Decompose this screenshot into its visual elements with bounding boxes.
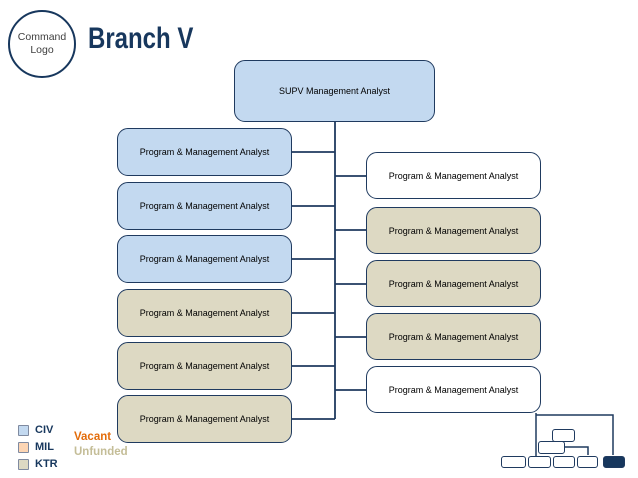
org-node-label: SUPV Management Analyst bbox=[278, 86, 391, 96]
command-logo-line1: Command bbox=[17, 30, 67, 43]
minimap-node bbox=[538, 441, 565, 454]
minimap-node bbox=[577, 456, 598, 468]
legend-label-mil: MIL bbox=[35, 441, 54, 453]
legend-swatch-civ bbox=[18, 425, 29, 436]
org-node-left-4[interactable]: Program & Management Analyst bbox=[117, 289, 292, 337]
legend-label-ktr: KTR bbox=[35, 458, 58, 470]
org-node-right-2[interactable]: Program & Management Analyst bbox=[366, 207, 541, 254]
org-node-label: Program & Management Analyst bbox=[388, 170, 519, 181]
minimap-node bbox=[553, 456, 575, 468]
command-logo-line2: Logo bbox=[30, 44, 54, 56]
unfunded-note: Unfunded bbox=[74, 446, 128, 458]
minimap-node-current bbox=[603, 456, 625, 468]
legend-label-civ: CIV bbox=[35, 424, 54, 436]
vacant-note: Vacant bbox=[74, 431, 112, 443]
org-node-left-3[interactable]: Program & Management Analyst bbox=[117, 235, 292, 283]
org-node-label: Program & Management Analyst bbox=[388, 225, 519, 236]
org-node-right-5[interactable]: Program & Management Analyst bbox=[366, 366, 541, 413]
org-node-label: Program & Management Analyst bbox=[139, 254, 270, 264]
org-node-label: Program & Management Analyst bbox=[139, 361, 270, 371]
org-node-label: Program & Management Analyst bbox=[388, 331, 519, 342]
org-node-left-6[interactable]: Program & Management Analyst bbox=[117, 395, 292, 443]
minimap-node bbox=[501, 456, 526, 468]
legend-swatch-ktr bbox=[18, 459, 29, 470]
legend-swatch-mil bbox=[18, 442, 29, 453]
org-node-label: Program & Management Analyst bbox=[388, 384, 519, 395]
org-node-label: Program & Management Analyst bbox=[139, 147, 270, 157]
org-node-right-1[interactable]: Program & Management Analyst bbox=[366, 152, 541, 199]
org-node-root[interactable]: SUPV Management Analyst bbox=[234, 60, 435, 122]
org-node-right-3[interactable]: Program & Management Analyst bbox=[366, 260, 541, 307]
org-node-label: Program & Management Analyst bbox=[139, 414, 270, 424]
minimap-node bbox=[528, 456, 551, 468]
org-node-left-5[interactable]: Program & Management Analyst bbox=[117, 342, 292, 390]
org-node-label: Program & Management Analyst bbox=[139, 201, 270, 211]
org-node-left-1[interactable]: Program & Management Analyst bbox=[117, 128, 292, 176]
command-logo: Command Logo bbox=[8, 10, 76, 78]
org-node-label: Program & Management Analyst bbox=[139, 308, 270, 318]
org-node-label: Program & Management Analyst bbox=[388, 278, 519, 289]
org-node-right-4[interactable]: Program & Management Analyst bbox=[366, 313, 541, 360]
org-node-left-2[interactable]: Program & Management Analyst bbox=[117, 182, 292, 230]
page-title: Branch V bbox=[88, 22, 194, 55]
